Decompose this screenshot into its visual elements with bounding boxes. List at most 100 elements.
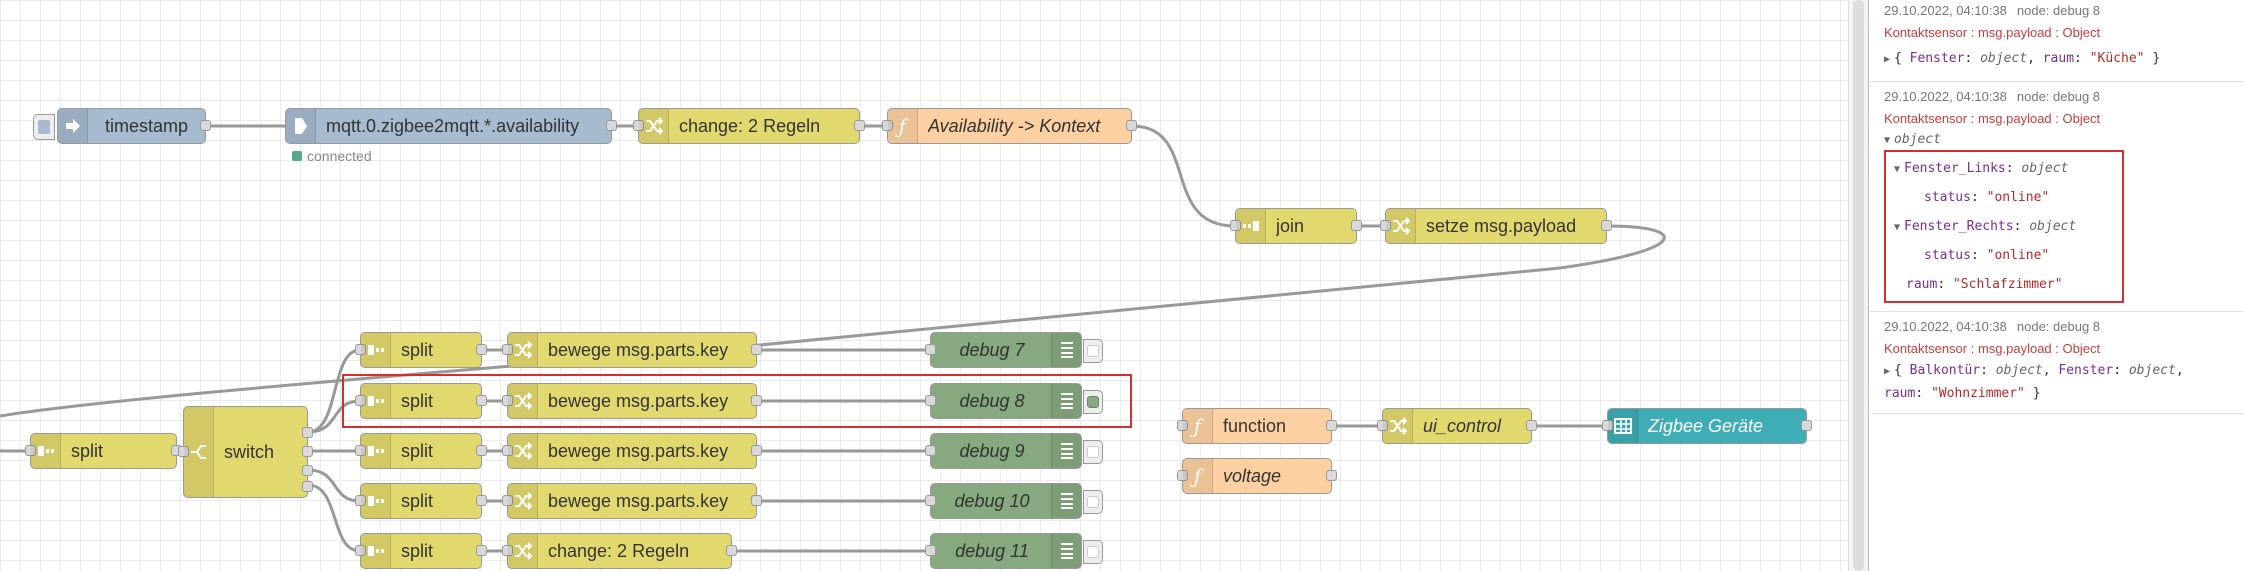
collapse-icon[interactable]: ▼ <box>1884 135 1891 146</box>
change-node[interactable]: bewege msg.parts.key <box>502 383 762 419</box>
input-port[interactable] <box>925 395 936 406</box>
input-port[interactable] <box>355 545 366 556</box>
output-port[interactable] <box>751 344 762 355</box>
inject-button[interactable] <box>33 114 55 140</box>
input-port[interactable] <box>925 344 936 355</box>
output-port[interactable] <box>1601 220 1612 231</box>
change-node[interactable]: ui_control <box>1377 408 1537 444</box>
function-node[interactable]: ƒ function <box>1177 408 1337 444</box>
input-port[interactable] <box>925 545 936 556</box>
debug-toggle[interactable] <box>1083 440 1103 464</box>
debug-toggle[interactable] <box>1083 540 1103 564</box>
debug-toggle[interactable] <box>1083 339 1103 363</box>
expand-icon[interactable]: ▶ <box>1884 366 1891 377</box>
output-port[interactable] <box>1326 420 1337 431</box>
debug-node[interactable]: debug 10 <box>925 483 1103 519</box>
split-node[interactable]: split <box>355 483 487 519</box>
change-node[interactable]: bewege msg.parts.key <box>502 483 762 519</box>
debug-node[interactable]: debug 9 <box>925 433 1103 469</box>
input-port[interactable] <box>25 445 36 456</box>
output-port-2[interactable] <box>302 446 313 457</box>
output-port[interactable] <box>854 120 865 131</box>
output-port-4[interactable] <box>302 481 313 492</box>
collapse-icon[interactable]: ▼ <box>1894 222 1901 233</box>
scrollbar-thumb[interactable] <box>1853 0 1864 571</box>
split-node[interactable]: split <box>25 433 182 469</box>
split-node[interactable]: split <box>355 433 487 469</box>
input-port[interactable] <box>502 495 513 506</box>
function-node[interactable]: ƒ voltage <box>1177 458 1337 494</box>
input-port[interactable] <box>633 120 644 131</box>
output-port[interactable] <box>606 120 617 131</box>
expand-icon[interactable]: ▶ <box>1884 54 1891 65</box>
output-port[interactable] <box>476 495 487 506</box>
message-node[interactable]: node: debug 8 <box>2016 3 2101 18</box>
tree-row[interactable]: ▼Fenster_Links: object <box>1894 154 2122 183</box>
input-port[interactable] <box>355 344 366 355</box>
change-node[interactable]: setze msg.payload <box>1380 208 1612 244</box>
debug-toggle[interactable] <box>1083 490 1103 514</box>
join-node[interactable]: join <box>1230 208 1362 244</box>
input-port[interactable] <box>355 395 366 406</box>
input-port[interactable] <box>502 395 513 406</box>
debug-toggle[interactable] <box>1083 390 1103 414</box>
input-port[interactable] <box>1177 420 1188 431</box>
debug-node[interactable]: debug 11 <box>925 533 1103 569</box>
canvas-scrollbar[interactable] <box>1848 0 1868 571</box>
input-port[interactable] <box>355 495 366 506</box>
output-port[interactable] <box>1801 420 1812 431</box>
output-port[interactable] <box>1351 220 1362 231</box>
inject-node[interactable]: timestamp <box>33 108 211 144</box>
payload-root[interactable]: ▼object <box>1884 130 2244 150</box>
input-port[interactable] <box>178 446 189 457</box>
output-port[interactable] <box>200 120 211 131</box>
collapse-icon[interactable]: ▼ <box>1894 164 1901 175</box>
dashboard-table-node[interactable]: Zigbee Geräte <box>1602 408 1812 444</box>
split-node[interactable]: split <box>355 383 487 419</box>
output-port[interactable] <box>751 495 762 506</box>
switch-node[interactable]: switch <box>178 406 313 498</box>
change-node[interactable]: bewege msg.parts.key <box>502 332 762 368</box>
input-port[interactable] <box>502 445 513 456</box>
debug-node[interactable]: debug 7 <box>925 332 1103 368</box>
function-node[interactable]: ƒ Availability -> Kontext <box>882 108 1137 144</box>
input-port[interactable] <box>1380 220 1391 231</box>
change-node[interactable]: bewege msg.parts.key <box>502 433 762 469</box>
input-port[interactable] <box>1177 470 1188 481</box>
output-port[interactable] <box>751 445 762 456</box>
output-port[interactable] <box>476 445 487 456</box>
output-port[interactable] <box>476 395 487 406</box>
input-port[interactable] <box>355 445 366 456</box>
debug-node[interactable]: debug 8 <box>925 383 1103 419</box>
message-node[interactable]: node: debug 8 <box>2016 319 2101 334</box>
input-port[interactable] <box>502 344 513 355</box>
input-port[interactable] <box>502 545 513 556</box>
output-port[interactable] <box>726 545 737 556</box>
output-port[interactable] <box>476 545 487 556</box>
split-node[interactable]: split <box>355 332 487 368</box>
split-node[interactable]: split <box>355 533 487 569</box>
output-port[interactable] <box>1326 470 1337 481</box>
tree-row[interactable]: ▼Fenster_Rechts: object <box>1894 212 2122 241</box>
output-port[interactable] <box>476 344 487 355</box>
message-payload[interactable]: ▶{ Fenster: object, raum: "Küche" } <box>1884 44 2244 73</box>
output-port[interactable] <box>1126 120 1137 131</box>
message-node[interactable]: node: debug 8 <box>2016 89 2101 104</box>
input-port[interactable] <box>1230 220 1241 231</box>
message-payload[interactable]: ▶{ Balkontür: object, Fenster: object,ra… <box>1884 363 2184 401</box>
input-port[interactable] <box>1602 420 1613 431</box>
input-port[interactable] <box>925 495 936 506</box>
input-port[interactable] <box>882 120 893 131</box>
output-port-1[interactable] <box>302 427 313 438</box>
output-port-3[interactable] <box>302 465 313 476</box>
output-port[interactable] <box>1526 420 1537 431</box>
change-node[interactable]: change: 2 Regeln <box>502 533 737 569</box>
payload-tree: ▼Fenster_Links: object status: "online" … <box>1884 150 2124 303</box>
change-node[interactable]: change: 2 Regeln <box>633 108 865 144</box>
output-port[interactable] <box>751 395 762 406</box>
input-port[interactable] <box>1377 420 1388 431</box>
node-label: Zigbee Geräte <box>1648 416 1764 436</box>
flow-canvas[interactable]: timestamp mqtt.0.zigbee2mqtt.*.availabil… <box>0 0 1848 571</box>
mqtt-in-node[interactable]: mqtt.0.zigbee2mqtt.*.availability <box>285 108 617 144</box>
input-port[interactable] <box>925 445 936 456</box>
